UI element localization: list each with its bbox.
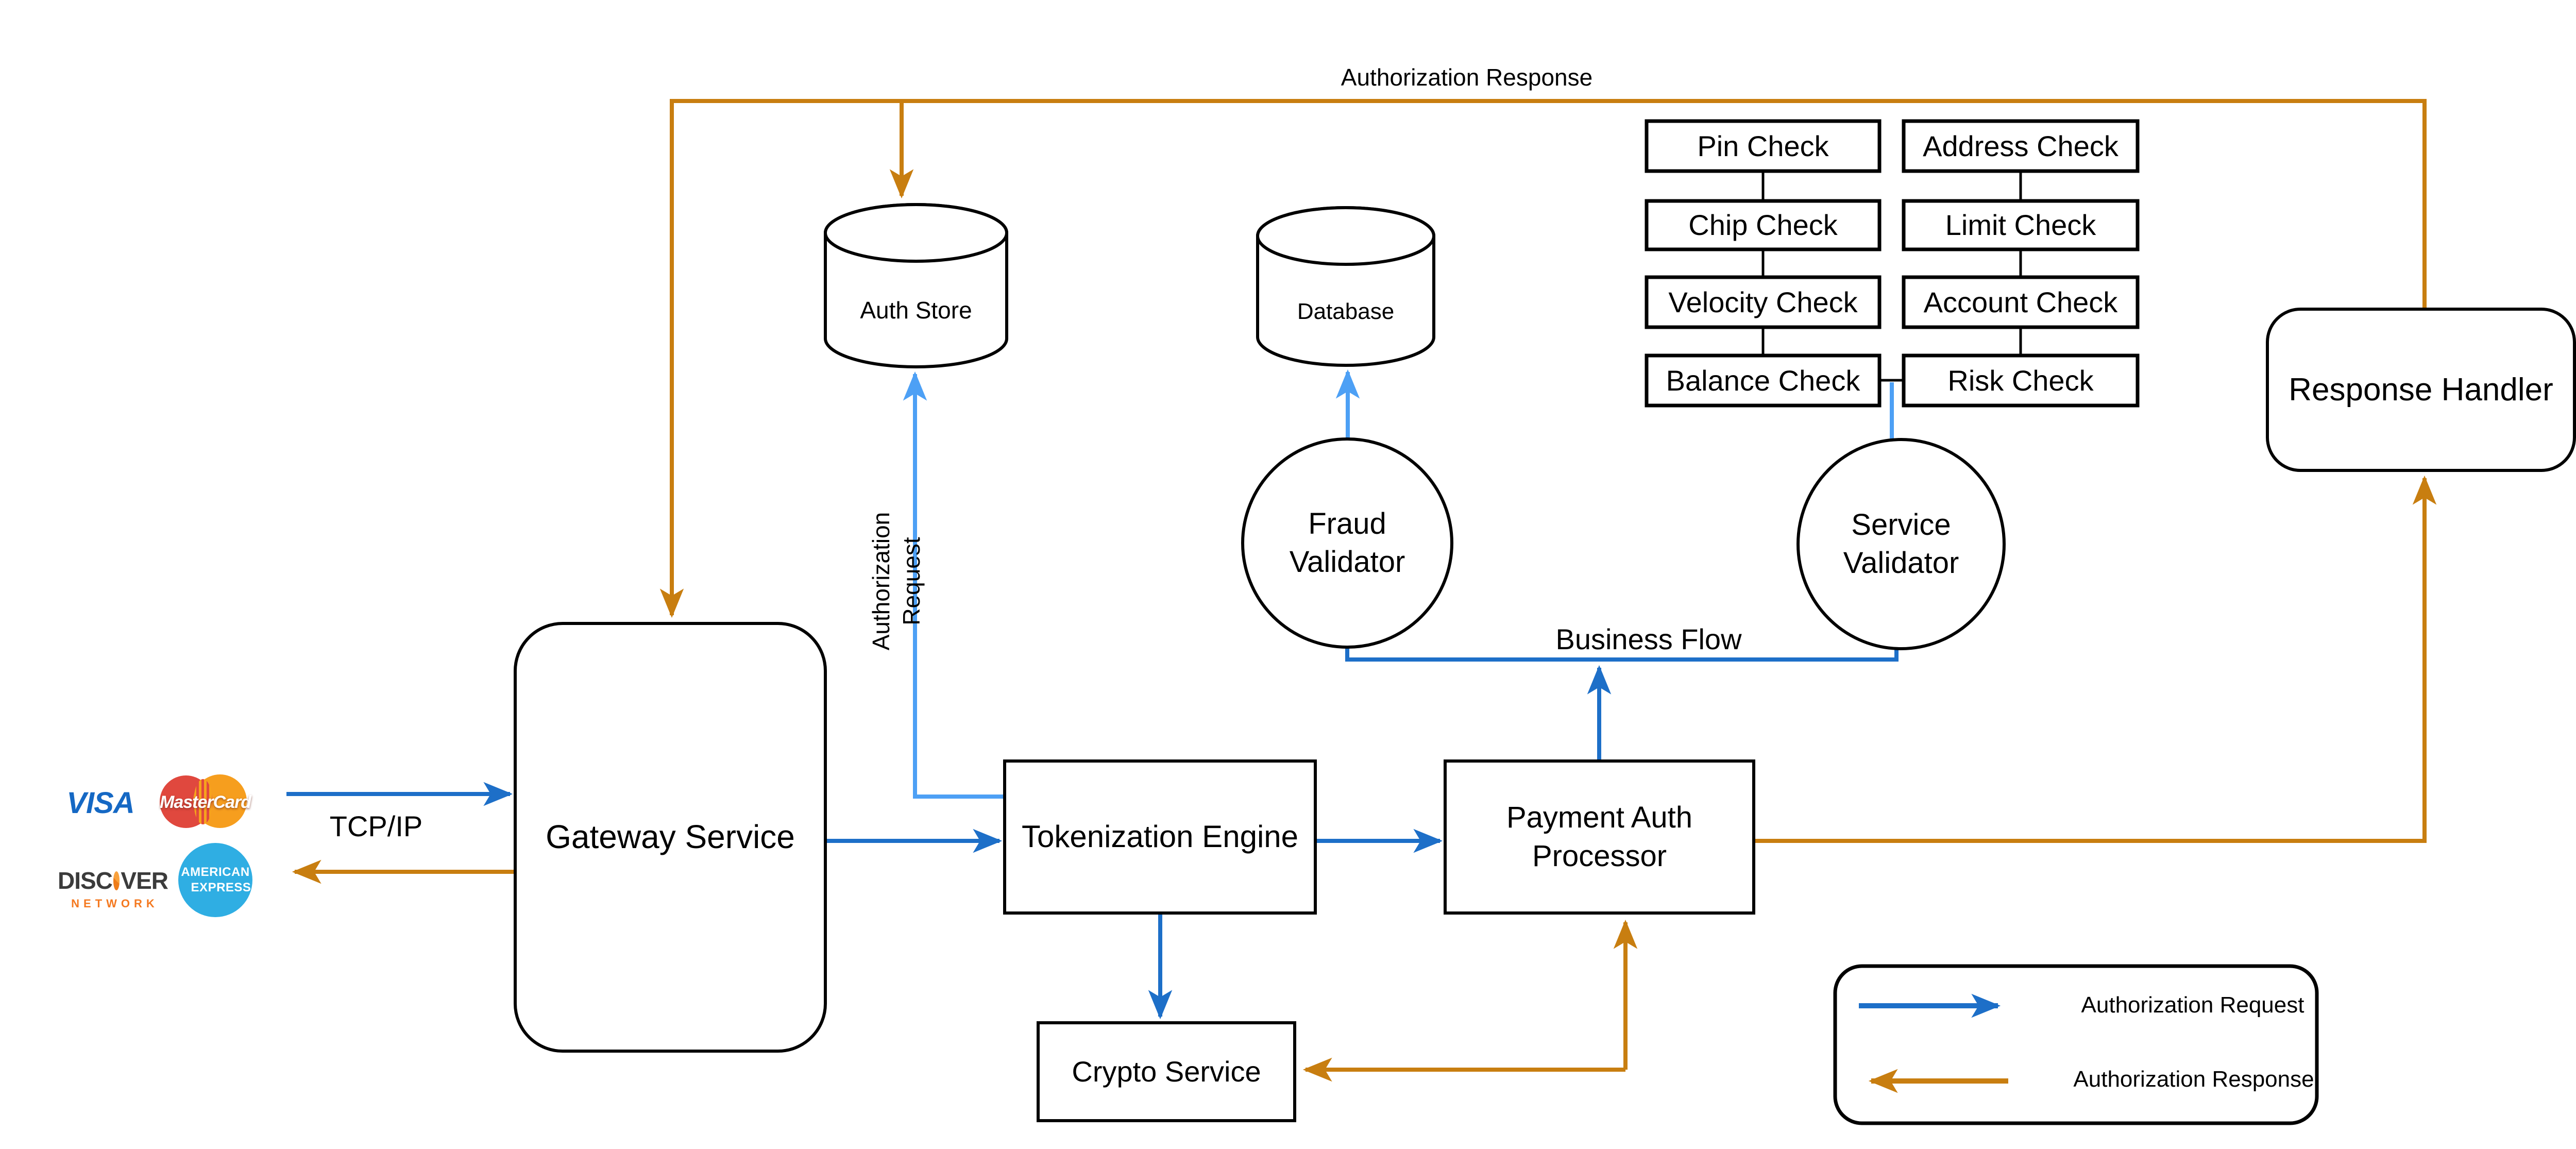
address-check-node bbox=[1902, 119, 2140, 173]
amex-line2: EXPRESS bbox=[191, 881, 251, 894]
mastercard-overlap-icon bbox=[194, 779, 212, 824]
pin-check-node bbox=[1645, 119, 1882, 173]
discover-wordmark: DISC VER bbox=[58, 867, 168, 894]
amex-line1: AMERICAN bbox=[181, 865, 250, 879]
discover-text-pre: DISC bbox=[58, 867, 113, 894]
tokenization-engine-node bbox=[1003, 759, 1317, 915]
discover-network-text: NETWORK bbox=[71, 897, 159, 910]
chip-check-node bbox=[1645, 199, 1882, 251]
edge-response-handler-to-gateway bbox=[659, 99, 2427, 618]
edge-business-flow-line bbox=[1345, 645, 1899, 662]
balance-check-node bbox=[1645, 353, 1882, 408]
edge-tokenization-to-auth-store bbox=[903, 371, 1005, 799]
discover-logo: DISC VER NETWORK bbox=[58, 867, 168, 910]
service-validator-node bbox=[1797, 438, 2006, 650]
gateway-service-node bbox=[514, 622, 827, 1053]
database-top bbox=[1256, 206, 1435, 266]
mastercard-logo: MasterCard bbox=[160, 774, 251, 829]
response-handler-node bbox=[2266, 308, 2576, 472]
discover-o-circle-icon bbox=[113, 871, 120, 890]
payment-auth-processor-node bbox=[1444, 759, 1755, 915]
visa-logo: VISA bbox=[66, 786, 134, 820]
amex-logo: AMERICAN EXPRESS bbox=[178, 843, 252, 917]
account-check-node bbox=[1902, 275, 2140, 329]
mastercard-wordmark: MasterCard bbox=[160, 792, 251, 812]
limit-check-node bbox=[1902, 199, 2140, 251]
fraud-validator-node bbox=[1241, 437, 1453, 649]
legend-box bbox=[1833, 964, 2319, 1125]
discover-text-post: VER bbox=[121, 867, 168, 894]
edge-pap-to-response-handler bbox=[1754, 475, 2437, 843]
auth-store-top bbox=[824, 203, 1008, 263]
risk-check-node bbox=[1902, 353, 2140, 408]
velocity-check-node bbox=[1645, 275, 1882, 329]
crypto-service-node bbox=[1037, 1021, 1296, 1122]
